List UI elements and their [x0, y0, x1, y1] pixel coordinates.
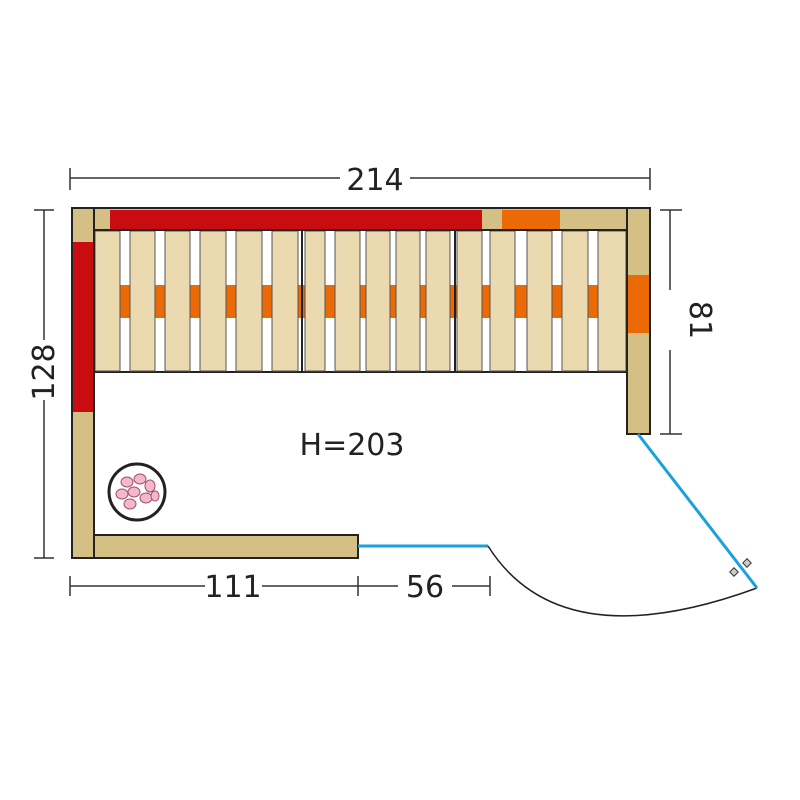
depth-label: 128	[27, 343, 62, 400]
bench-slat	[395, 230, 421, 372]
back-heater-orange	[502, 210, 560, 229]
right-heater-orange	[628, 275, 649, 333]
bench-slat	[489, 230, 516, 372]
bench-slat	[304, 230, 326, 372]
left-heater-red	[73, 242, 93, 412]
bench-slat	[94, 230, 121, 372]
door-hinge-icon	[742, 558, 752, 568]
bench-slat	[235, 230, 263, 372]
glass-door[interactable]	[636, 433, 759, 589]
bench-slat	[164, 230, 191, 372]
bench-depth-label: 81	[682, 301, 717, 339]
door-hinge-icon	[729, 567, 739, 577]
width-label: 214	[346, 163, 403, 198]
bench-slat	[365, 230, 391, 372]
bench-slat	[334, 230, 361, 372]
bench	[93, 229, 628, 373]
front-wall	[93, 534, 359, 559]
dimension-lines	[34, 168, 682, 596]
bench-slat	[271, 230, 299, 372]
sauna-stove-icon	[107, 462, 167, 522]
glass-width-label: 56	[406, 570, 444, 605]
bench-slat	[129, 230, 156, 372]
bench-slat	[597, 230, 627, 372]
bench-slat	[425, 230, 451, 372]
wall-length-label: 111	[204, 570, 261, 605]
height-label: H=203	[300, 428, 405, 463]
door-swing-arc	[487, 545, 758, 617]
bench-slat	[456, 230, 483, 372]
back-heater-red	[110, 210, 482, 229]
bench-slat	[526, 230, 553, 372]
bench-slat	[561, 230, 589, 372]
bench-slat	[199, 230, 227, 372]
